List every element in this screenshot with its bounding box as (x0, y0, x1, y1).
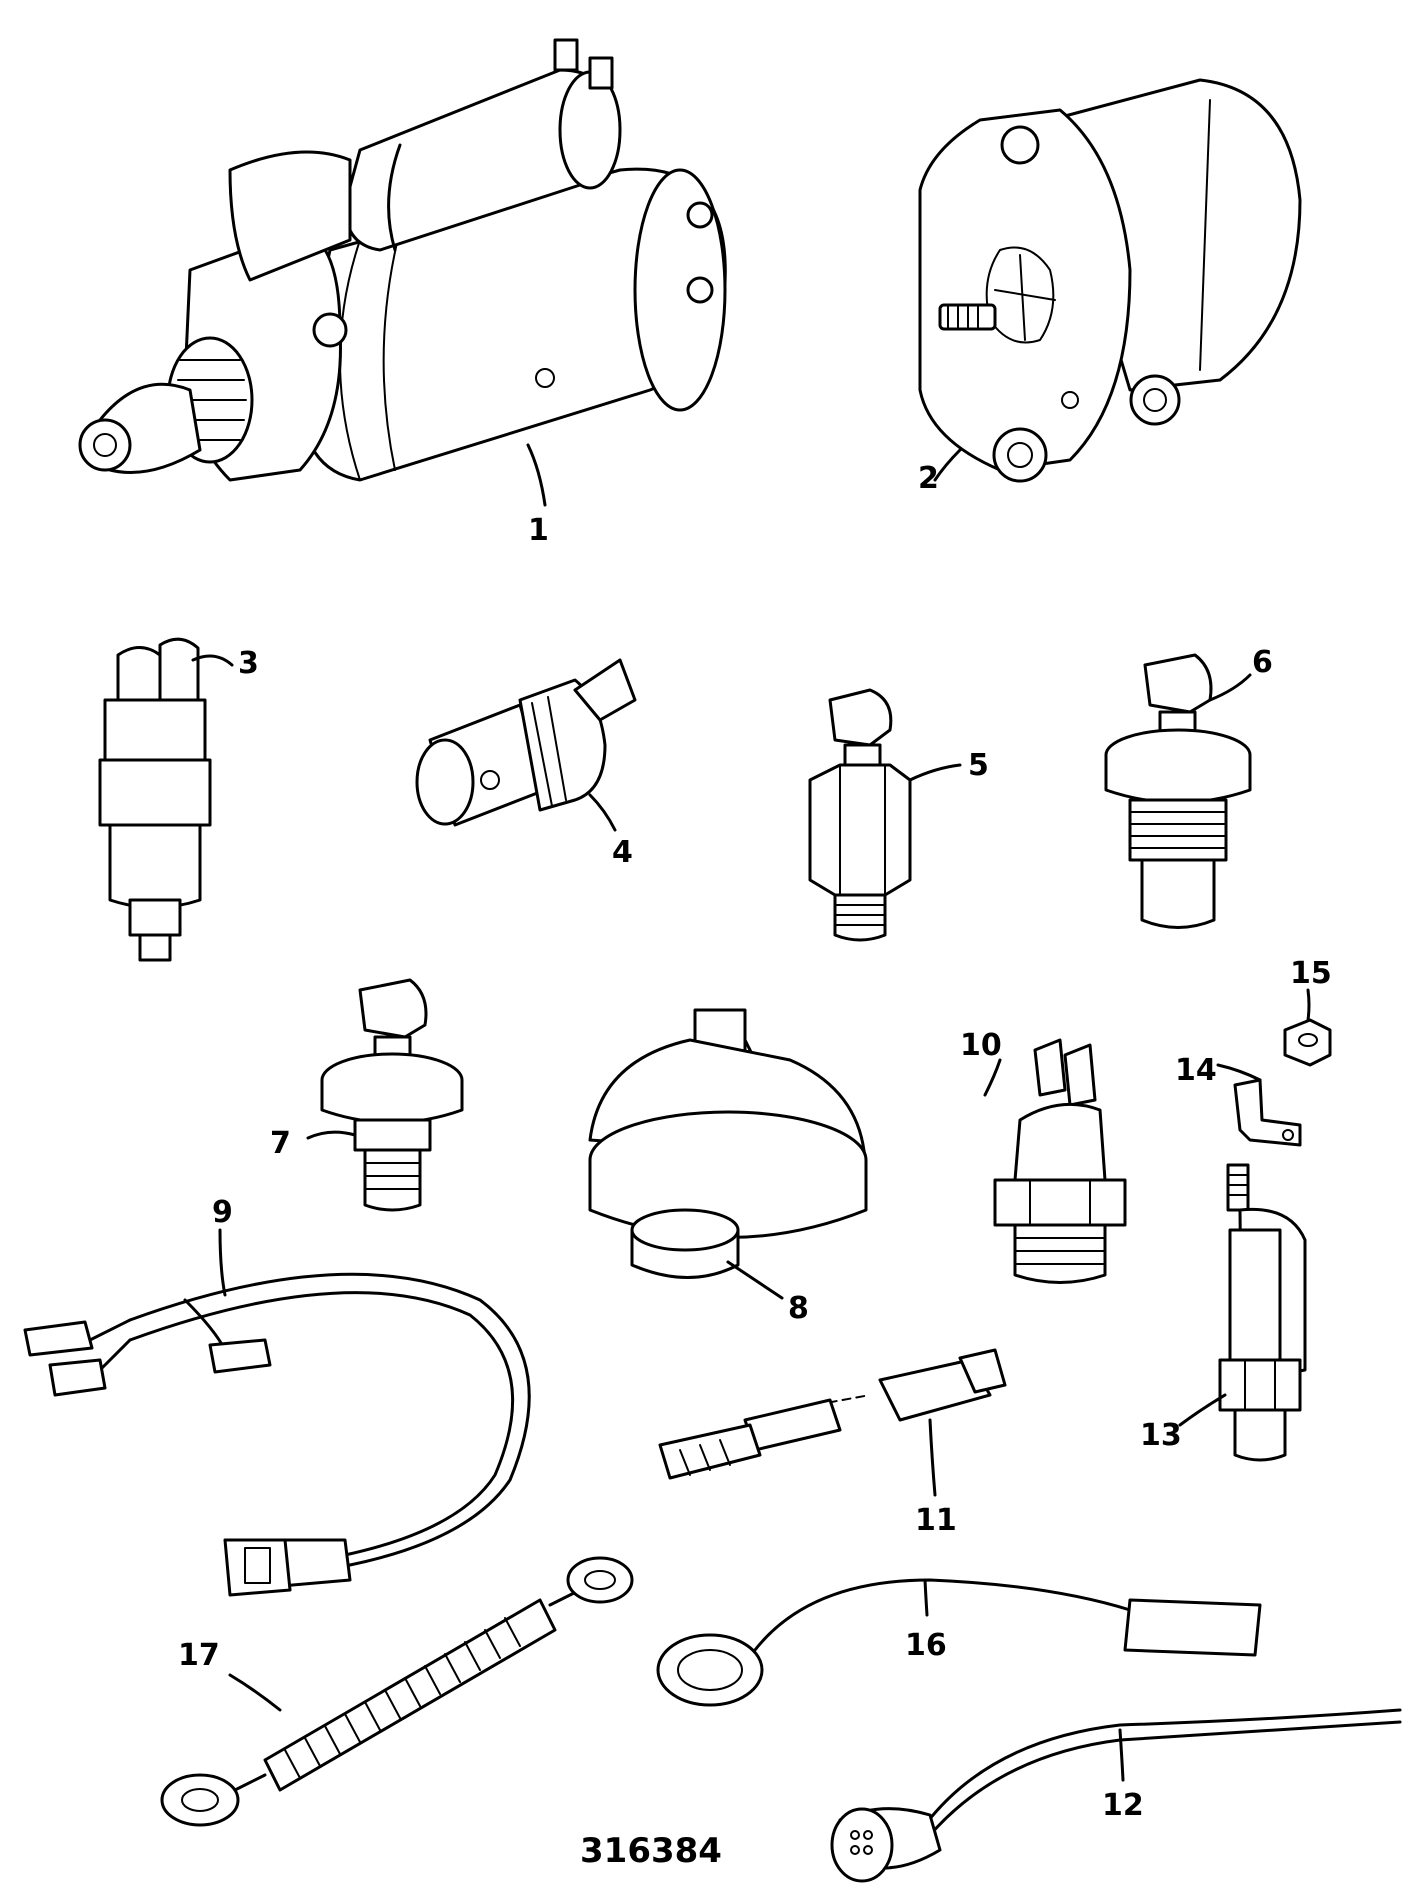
callout-17: 17 (178, 1638, 220, 1673)
sensor-lead-part-16 (656, 1578, 1262, 1707)
switch-part-13 (1218, 1163, 1307, 1462)
callout-6: 6 (1252, 645, 1273, 680)
sender-part-7 (320, 978, 464, 1212)
leader-lines (191, 443, 1311, 1782)
starter-motor (78, 38, 727, 482)
callout-12: 12 (1102, 1788, 1144, 1823)
heater-element-part-17 (160, 1556, 634, 1827)
switch-part-3 (98, 637, 212, 962)
sender-part-4 (415, 658, 637, 827)
figure-number: 316384 (580, 1831, 722, 1871)
callout-15: 15 (1290, 956, 1332, 991)
nut-part-15 (1283, 1018, 1332, 1067)
callout-10: 10 (960, 1028, 1002, 1063)
callout-14: 14 (1175, 1053, 1217, 1088)
callout-2: 2 (918, 461, 939, 496)
callout-5: 5 (968, 748, 989, 783)
callout-9: 9 (212, 1195, 233, 1230)
callout-16: 16 (905, 1628, 947, 1663)
connector-part-11 (658, 1348, 1007, 1480)
callout-8: 8 (788, 1291, 809, 1326)
alternator (918, 78, 1302, 483)
callout-labels: 1 2 3 4 5 6 7 8 9 10 11 12 13 14 15 16 1… (178, 461, 1332, 1871)
callout-3: 3 (238, 646, 259, 681)
callout-1: 1 (528, 513, 549, 548)
sender-part-5 (808, 688, 912, 942)
harness-part-9 (23, 1272, 531, 1597)
bracket-part-14 (1233, 1078, 1302, 1147)
callout-13: 13 (1140, 1418, 1182, 1453)
switch-part-10 (993, 1038, 1127, 1284)
callout-4: 4 (612, 835, 633, 870)
sender-part-6 (1104, 653, 1252, 929)
callout-7: 7 (270, 1126, 291, 1161)
sender-part-8 (588, 1008, 868, 1279)
callout-11: 11 (915, 1503, 957, 1538)
